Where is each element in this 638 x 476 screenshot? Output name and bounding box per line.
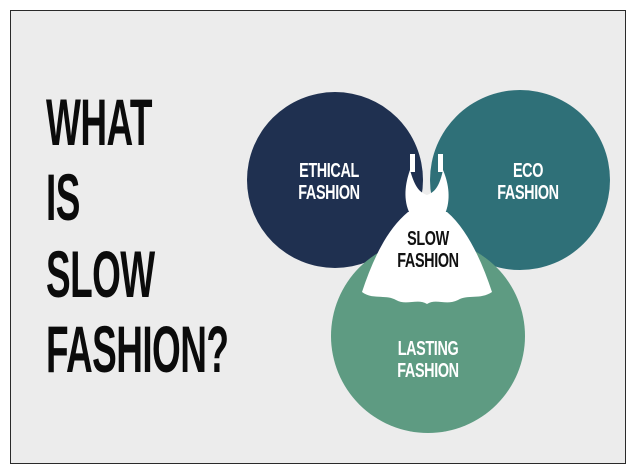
slow-label-line1: SLOW bbox=[407, 227, 450, 250]
lasting-label-line1: LASTING bbox=[398, 337, 459, 360]
title-line-slow: SLOW bbox=[46, 237, 155, 311]
eco-label-line2: FASHION bbox=[497, 181, 558, 204]
slow-label-line2: FASHION bbox=[397, 249, 458, 272]
title-line-fashion: FASHION? bbox=[46, 312, 229, 386]
eco-label-line1: ECO bbox=[513, 159, 543, 182]
ethical-label-line1: ETHICAL bbox=[299, 159, 359, 182]
eco-fashion-circle bbox=[430, 90, 610, 270]
title-line-what: WHAT bbox=[46, 85, 152, 159]
dress-icon bbox=[362, 154, 492, 304]
title-line-is: IS bbox=[46, 160, 80, 234]
lasting-label-line2: FASHION bbox=[397, 359, 458, 382]
ethical-label-line2: FASHION bbox=[298, 181, 359, 204]
ethical-fashion-circle bbox=[247, 92, 423, 268]
